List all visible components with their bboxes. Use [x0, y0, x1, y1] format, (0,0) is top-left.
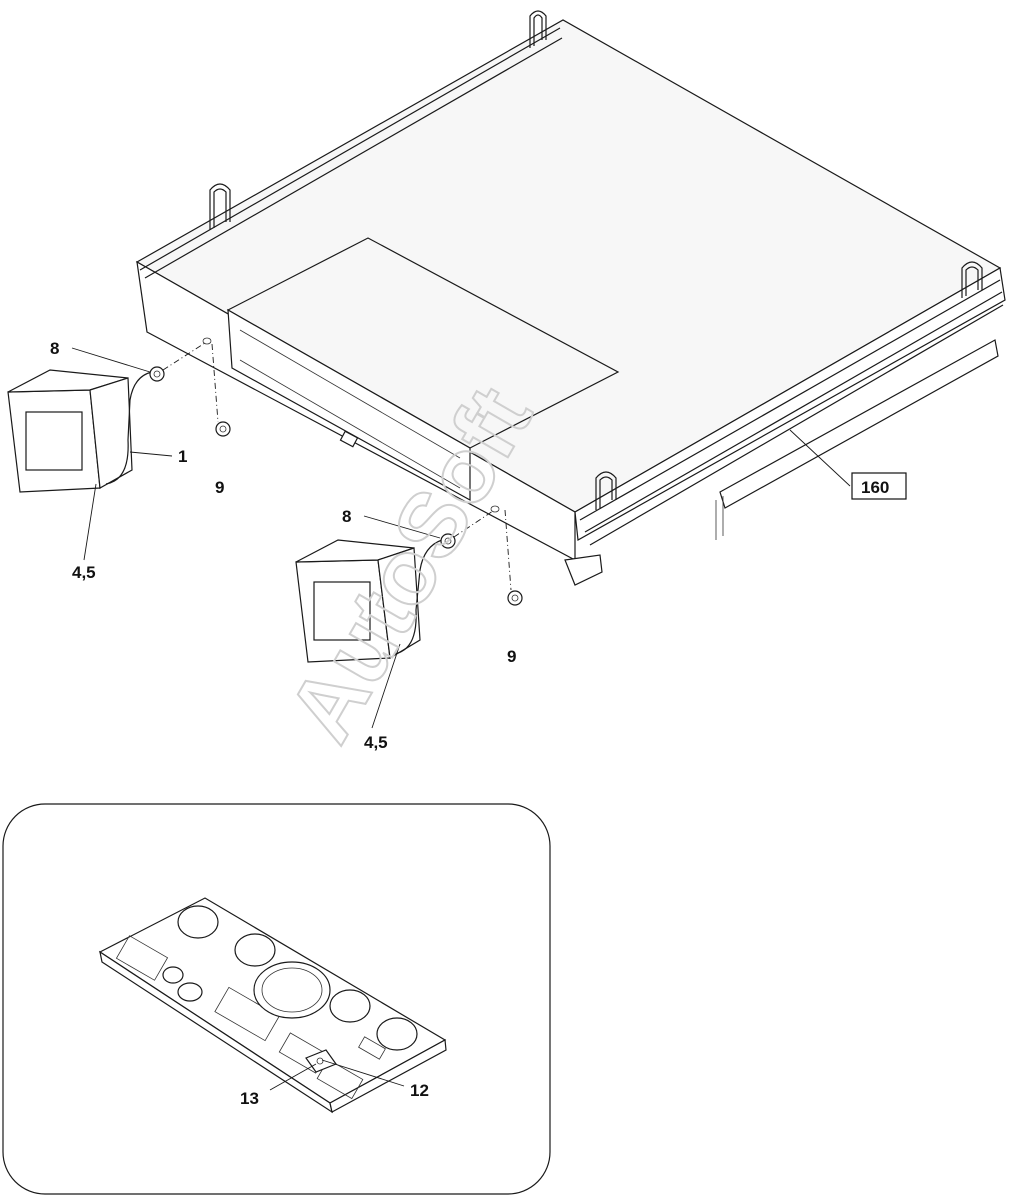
roof-hatch: [226, 237, 620, 502]
callout-9-right: 9: [507, 647, 516, 666]
axis-line-right: [504, 509, 512, 591]
leader-4-5-right: [371, 643, 401, 729]
mount-hole-left: [202, 337, 212, 345]
callout-13: 13: [240, 1089, 259, 1108]
inset-frame: [2, 803, 551, 1195]
leader-8-right: [363, 515, 441, 539]
leader-160: [789, 429, 851, 487]
work-lamp-right: [295, 539, 443, 663]
callout-160-box: [851, 472, 907, 500]
callout-9-left: 9: [215, 478, 224, 497]
work-lamp-left: [7, 369, 153, 493]
callout-1: 1: [178, 447, 187, 466]
nut-9-left: [215, 421, 231, 437]
leader-1: [129, 451, 173, 457]
mount-hole-right: [490, 505, 500, 513]
callout-4-5-left: 4,5: [72, 563, 96, 582]
callout-160: 160: [861, 478, 889, 497]
leader-13: [269, 1063, 317, 1091]
axis-line-right-2: [453, 510, 494, 538]
callout-8-left: 8: [50, 339, 59, 358]
axis-line-left-2: [162, 342, 206, 371]
bolt-8-right: [440, 533, 456, 549]
nut-9-right: [507, 590, 523, 606]
leader-4-5-left: [83, 483, 97, 561]
callout-4-5-right: 4,5: [364, 733, 388, 752]
leader-8-left: [71, 347, 151, 373]
lifting-handle-rear: [529, 10, 547, 48]
lifting-handle-right: [961, 261, 983, 298]
bolt-8-left: [149, 366, 165, 382]
instrument-panel: [98, 897, 447, 1114]
lifting-handle-front: [595, 471, 617, 510]
lifting-handle-left: [209, 183, 231, 230]
callout-12: 12: [410, 1081, 429, 1100]
callout-8-right: 8: [342, 507, 351, 526]
axis-line-left: [211, 343, 219, 423]
leader-12: [321, 1059, 405, 1087]
